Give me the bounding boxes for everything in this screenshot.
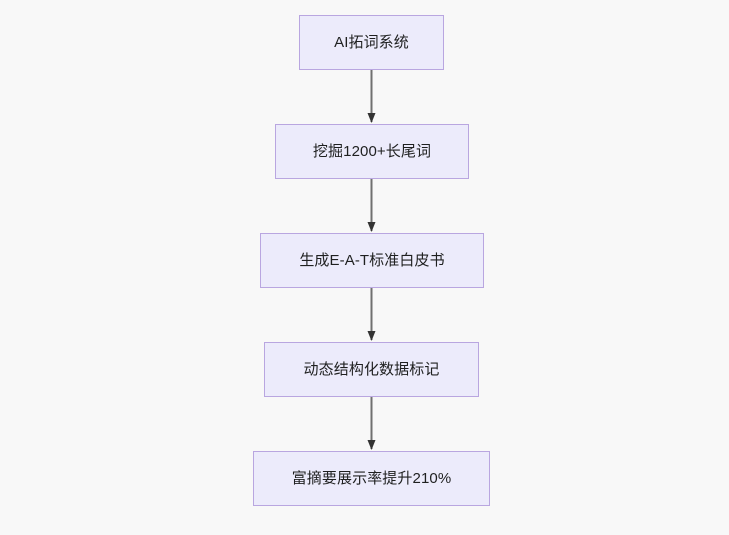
flowchart-node-rich-snippet-impression-increase[interactable]: 富摘要展示率提升210%	[253, 451, 490, 506]
flowchart-node-ai-keyword-system[interactable]: AI拓词系统	[299, 15, 444, 70]
flowchart-node-mine-longtail-keywords[interactable]: 挖掘1200+长尾词	[275, 124, 469, 179]
node-label: 挖掘1200+长尾词	[312, 142, 432, 160]
flowchart-node-generate-eat-whitepaper[interactable]: 生成E-A-T标准白皮书	[260, 233, 484, 288]
node-label: 富摘要展示率提升210%	[291, 469, 452, 487]
node-label: AI拓词系统	[334, 33, 409, 51]
node-label: 动态结构化数据标记	[303, 360, 440, 378]
flowchart-node-dynamic-structured-data-markup[interactable]: 动态结构化数据标记	[264, 342, 479, 397]
node-label: 生成E-A-T标准白皮书	[299, 251, 445, 269]
